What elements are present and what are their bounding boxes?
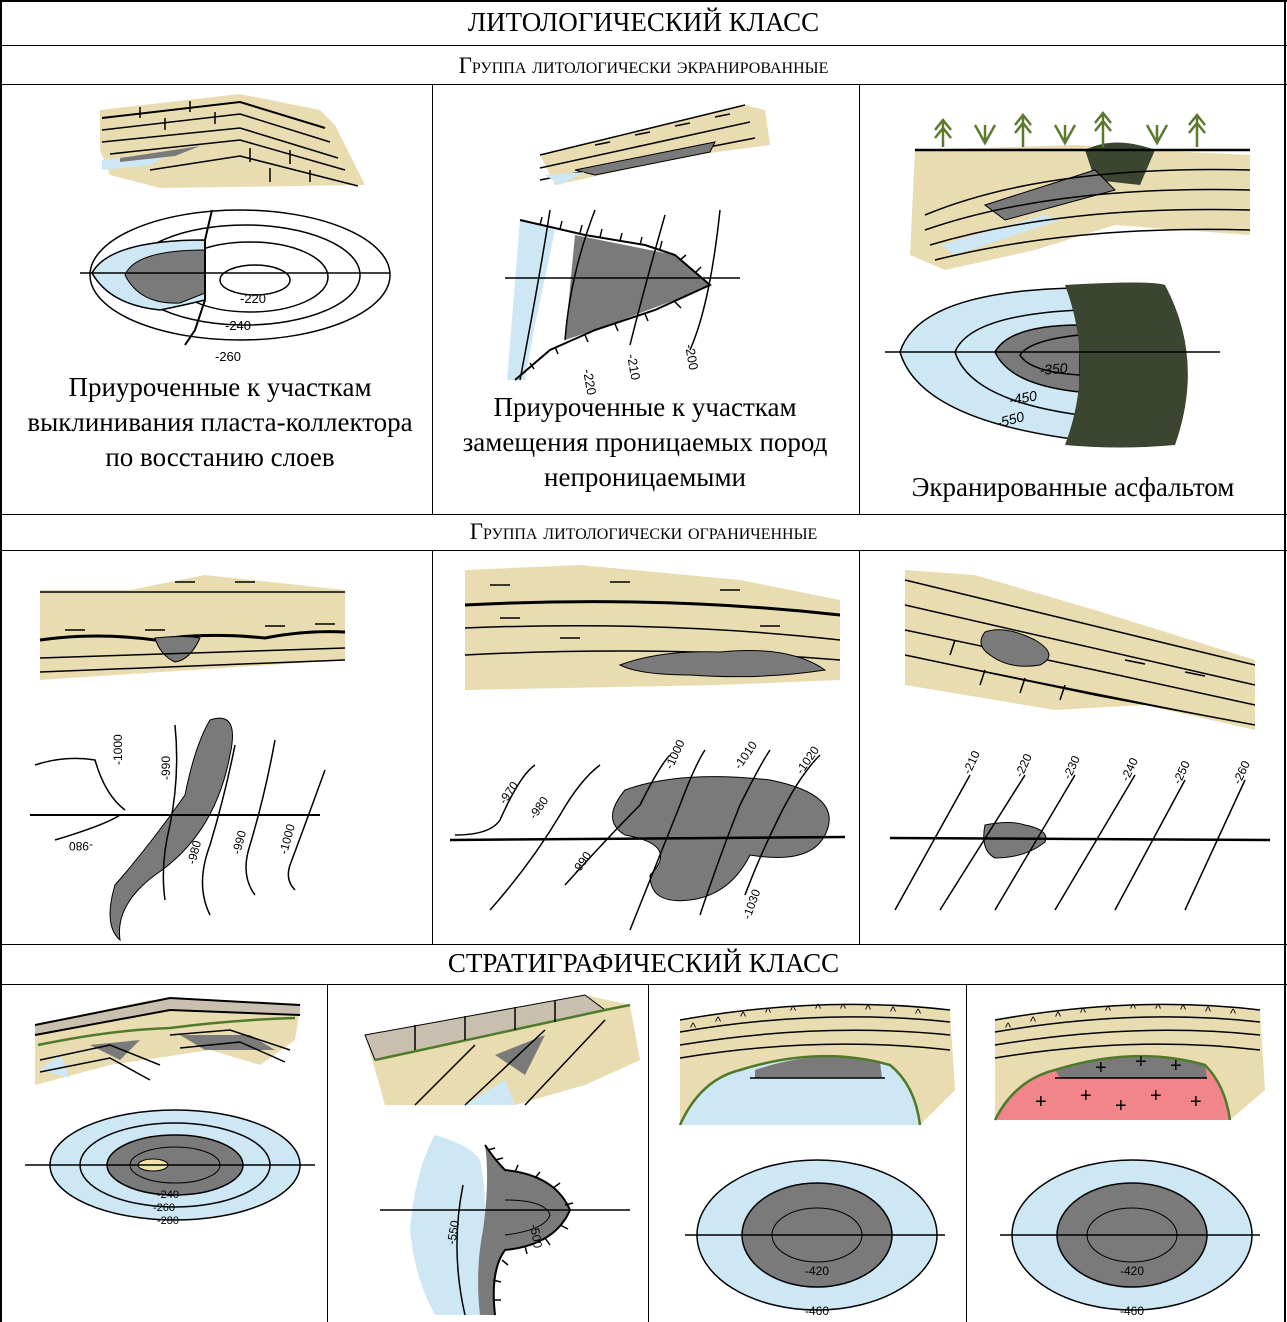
stratigraphic-class-title: СТРАТИГРАФИЧЕСКИЙ КЛАСС bbox=[0, 948, 1287, 979]
svg-text:^: ^ bbox=[815, 1001, 822, 1016]
svg-text:^: ^ bbox=[1180, 1002, 1187, 1017]
contour-label: -1010 bbox=[731, 738, 760, 771]
contour-label: -220 bbox=[1012, 751, 1035, 779]
contour-label: -260 bbox=[153, 1202, 175, 1214]
contour-label: -1000 bbox=[111, 734, 125, 765]
svg-text:^: ^ bbox=[890, 1004, 897, 1019]
diagram-replacement-section bbox=[535, 100, 775, 190]
diagram-lens2-section bbox=[460, 560, 845, 695]
diagram-lens3-section bbox=[895, 560, 1265, 735]
diagram-strat2-section bbox=[355, 990, 645, 1120]
svg-text:^: ^ bbox=[740, 1009, 747, 1024]
svg-text:^: ^ bbox=[715, 1014, 722, 1029]
diagram-lens1-section bbox=[35, 570, 350, 685]
diagram-pinchout-map: -220 -240 -260 bbox=[70, 205, 390, 370]
caption-replacement: Приуроченные к участкам замещения прониц… bbox=[445, 390, 845, 495]
contour-label: -460 bbox=[805, 1304, 829, 1318]
svg-text:^: ^ bbox=[840, 1001, 847, 1016]
diagram-lens2-map: -970 -980 -990 -1000 -1010 -1020 -1030 bbox=[450, 725, 850, 940]
diagram-strat3-section: ^ ^ ^ ^ ^ ^ ^ ^ ^ ^ bbox=[670, 990, 960, 1130]
contour-label: -970 bbox=[496, 779, 521, 807]
svg-text:^: ^ bbox=[790, 1003, 797, 1018]
diagram-lens1-map: -1000 -990 -980 -980 -990 -1000 bbox=[25, 715, 345, 940]
svg-text:+: + bbox=[1035, 1091, 1047, 1113]
svg-text:^: ^ bbox=[1230, 1006, 1237, 1021]
diagram-strat2-map: -550 -500 bbox=[375, 1130, 635, 1320]
diagram-strat1-map: -240 -260 -280 bbox=[25, 1100, 325, 1230]
contour-label: -250 bbox=[1170, 758, 1193, 786]
svg-text:+: + bbox=[1095, 1057, 1107, 1079]
contour-label: -240 bbox=[225, 318, 251, 333]
svg-text:^: ^ bbox=[1005, 1020, 1012, 1035]
diagram-replacement-map: -220 -210 -200 bbox=[495, 205, 755, 385]
svg-text:^: ^ bbox=[1080, 1005, 1087, 1020]
contour-label: -460 bbox=[1120, 1304, 1144, 1318]
group-screened-title: Группа литологически экранированные bbox=[0, 53, 1287, 79]
contour-label: -260 bbox=[215, 349, 241, 364]
contour-label: -1000 bbox=[662, 737, 688, 771]
contour-label: -260 bbox=[1230, 758, 1253, 786]
contour-label: -350 bbox=[1039, 360, 1069, 378]
contour-label: -990 bbox=[229, 829, 249, 856]
svg-text:^: ^ bbox=[1055, 1009, 1062, 1024]
svg-text:+: + bbox=[1080, 1085, 1092, 1107]
contour-label: -210 bbox=[960, 748, 983, 776]
diagram-asphalt-map: -350 -450 -550 bbox=[880, 280, 1225, 460]
group-limited-title: Группа литологически ограниченные bbox=[0, 519, 1287, 545]
contour-label: -980 bbox=[69, 839, 93, 853]
contour-label: -240 bbox=[157, 1189, 179, 1201]
contour-label: -1020 bbox=[793, 743, 822, 776]
contour-label: -280 bbox=[157, 1215, 179, 1227]
contour-label: -990 bbox=[159, 756, 173, 780]
contour-label: -990 bbox=[569, 849, 594, 877]
caption-pinchout: Приуроченные к участкам выклинивания пла… bbox=[25, 370, 415, 475]
svg-text:^: ^ bbox=[915, 1006, 922, 1021]
svg-text:^: ^ bbox=[765, 1005, 772, 1020]
svg-text:+: + bbox=[1115, 1095, 1127, 1117]
diagram-strat3-map: -420 -460 bbox=[685, 1150, 955, 1320]
contour-label: -240 bbox=[1118, 755, 1141, 783]
diagram-strat4-map: -420 -460 bbox=[1000, 1150, 1270, 1320]
svg-text:^: ^ bbox=[1205, 1004, 1212, 1019]
diagram-strat4-section: ^^^^ ^^^^ ^^ +++ +++ ++ bbox=[985, 990, 1270, 1130]
svg-text:^: ^ bbox=[1030, 1014, 1037, 1029]
svg-text:+: + bbox=[1135, 1051, 1147, 1073]
contour-label: -420 bbox=[805, 1264, 829, 1278]
svg-text:^: ^ bbox=[1105, 1003, 1112, 1018]
contour-label: -200 bbox=[682, 343, 701, 371]
contour-label: -230 bbox=[1060, 753, 1083, 781]
caption-asphalt: Экранированные асфальтом bbox=[868, 470, 1278, 505]
diagram-pinchout-section bbox=[90, 90, 380, 195]
lithological-class-title: ЛИТОЛОГИЧЕСКИЙ КЛАСС bbox=[0, 7, 1287, 38]
diagram-asphalt-section bbox=[885, 105, 1255, 275]
contour-label: -210 bbox=[624, 353, 643, 381]
svg-text:^: ^ bbox=[865, 1002, 872, 1017]
svg-text:^: ^ bbox=[1155, 1001, 1162, 1016]
contour-label: -420 bbox=[1120, 1264, 1144, 1278]
diagram-lens3-map: -210 -220 -230 -240 -250 -260 bbox=[885, 750, 1275, 920]
svg-text:^: ^ bbox=[690, 1020, 697, 1035]
svg-text:+: + bbox=[1150, 1085, 1162, 1107]
svg-text:+: + bbox=[1170, 1055, 1182, 1077]
contour-label: -980 bbox=[526, 794, 551, 822]
svg-text:^: ^ bbox=[1130, 1001, 1137, 1016]
diagram-strat1-section bbox=[30, 990, 310, 1090]
svg-text:+: + bbox=[1190, 1091, 1202, 1113]
contour-label: -220 bbox=[240, 291, 266, 306]
contour-label: -1030 bbox=[740, 887, 764, 921]
